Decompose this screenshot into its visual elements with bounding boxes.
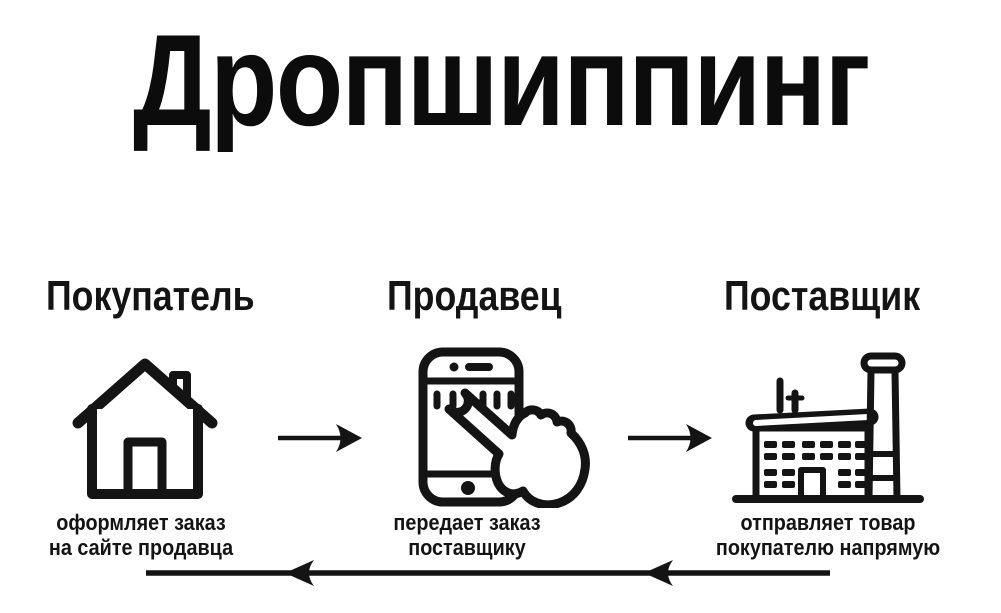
heading-buyer: Покупатель [46,272,255,319]
caption-line: оформляет заказ [56,510,226,535]
caption-seller: передает заказ поставщику [350,510,584,560]
house-icon [72,358,218,499]
heading-supplier: Поставщик [724,272,921,319]
caption-line: покупателю напрямую [715,535,941,560]
caption-supplier: отправляет товар покупателю напрямую [711,510,945,560]
smartphone-tap-icon [418,347,590,508]
caption-line: передает заказ [393,510,541,535]
arrow-buyer-to-seller [278,424,362,452]
caption-line: поставщику [408,535,526,560]
page-title: Дропшиппинг [132,7,871,153]
arrow-seller-to-supplier [628,424,712,452]
caption-buyer: оформляет заказ на сайте продавца [24,510,258,560]
caption-line: на сайте продавца [48,535,234,560]
return-arrow-supplier-to-buyer [146,560,830,586]
title-bar: Дропшиппинг [0,10,1001,150]
factory-windows [764,441,868,488]
heading-seller: Продавец [387,272,562,319]
factory-icon [732,352,924,503]
caption-line: отправляет товар [740,510,916,535]
